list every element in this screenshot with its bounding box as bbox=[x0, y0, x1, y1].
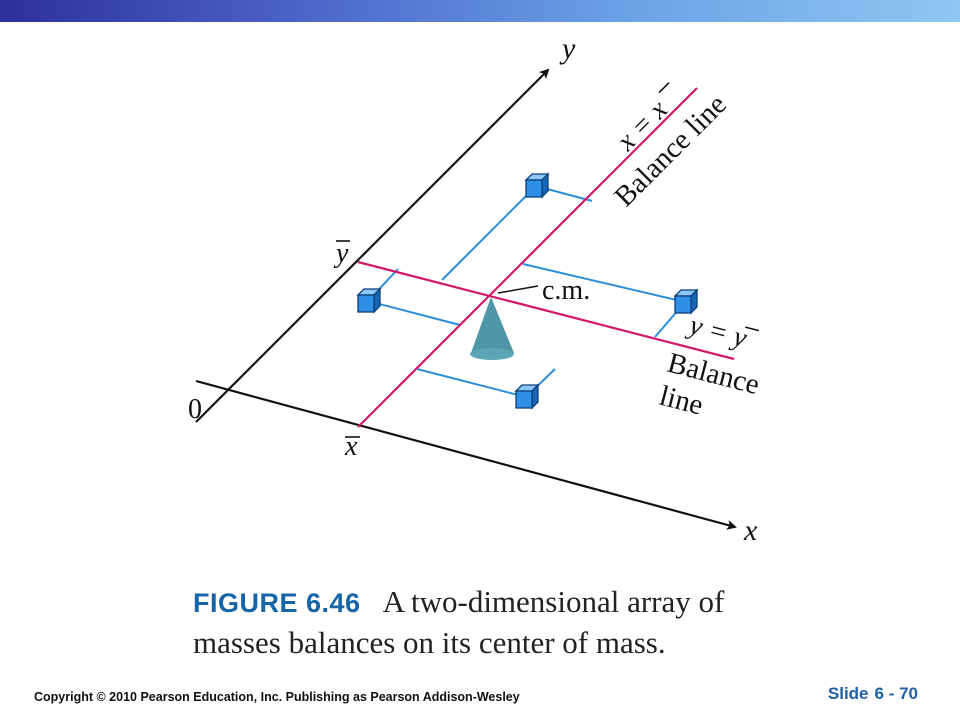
y-eq-overbar bbox=[745, 326, 760, 332]
y-bar-label: y bbox=[333, 238, 349, 269]
header-gradient-bar bbox=[0, 0, 960, 22]
cm-label: c.m. bbox=[542, 275, 590, 306]
cube-mass-icon bbox=[514, 383, 540, 410]
x-axis-label: x bbox=[743, 514, 758, 547]
balance-line-y bbox=[357, 260, 735, 361]
slide-label: Slide bbox=[827, 684, 869, 703]
balance-line-x bbox=[357, 87, 698, 428]
y-axis-label: y bbox=[559, 32, 576, 65]
slide-number: Slide 6 - 70 bbox=[822, 684, 918, 704]
copyright-notice: Copyright © 2010 Pearson Education, Inc.… bbox=[34, 690, 520, 704]
cube-mass-icon bbox=[356, 287, 382, 314]
x-axis bbox=[195, 379, 737, 530]
mass-lines bbox=[367, 185, 686, 398]
slide-number-value: 6 - 70 bbox=[874, 684, 918, 703]
figure-number: FIGURE 6.46 bbox=[193, 588, 361, 618]
x-bar-label: x bbox=[344, 431, 358, 462]
y-axis bbox=[195, 68, 550, 423]
cube-mass-icon bbox=[524, 172, 550, 199]
x-eq-overbar bbox=[658, 82, 670, 94]
origin-label: 0 bbox=[188, 394, 202, 425]
cone-support-icon bbox=[470, 297, 514, 360]
caption-text: A two-dimensional array of masses balanc… bbox=[193, 584, 725, 660]
cube-mass-icon bbox=[673, 288, 699, 315]
cm-leader-line bbox=[497, 285, 539, 294]
